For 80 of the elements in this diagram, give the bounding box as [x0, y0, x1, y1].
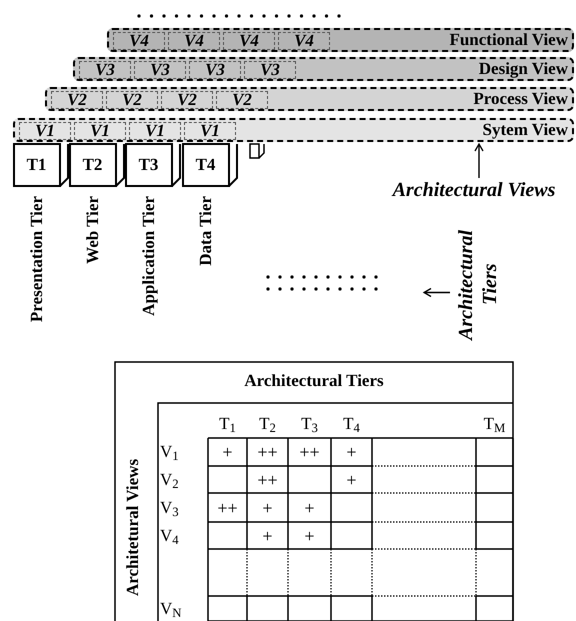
rating-mark: ++: [216, 496, 239, 518]
tier-block: [125, 143, 181, 187]
column-header: T$_{2}$: [258, 413, 277, 435]
arrow: [423, 288, 450, 298]
tier-block: [13, 143, 69, 187]
rating-mark: ++: [256, 441, 279, 463]
rating-mark: +: [261, 524, 274, 546]
view-number: V3: [205, 61, 225, 79]
tier-id: T1: [26, 154, 46, 176]
view-cell: [74, 122, 126, 140]
tier-block: [249, 143, 265, 159]
column-header: T$_{1}$: [218, 413, 237, 435]
rating-mark: ++: [256, 468, 279, 490]
tier-id: T3: [138, 154, 158, 176]
row-header: V$_{3}$: [160, 496, 180, 518]
view-cell: [168, 32, 220, 50]
view-title: Sytem View: [482, 120, 568, 140]
view-band: [73, 57, 574, 81]
tier-label: Web Tier: [82, 196, 102, 264]
view-number: V1: [35, 122, 55, 140]
row-header: V$_{1}$: [160, 441, 180, 463]
view-cell: [51, 91, 103, 109]
view-number: V2: [177, 91, 197, 109]
view-cell: [161, 91, 213, 109]
view-cell: [184, 122, 236, 140]
view-number: V3: [150, 61, 170, 79]
view-cell: [134, 61, 186, 79]
table-title: Architectural Tiers: [243, 370, 385, 392]
view-number: V3: [95, 61, 115, 79]
view-cell: [106, 91, 158, 109]
view-cell: [223, 32, 275, 50]
view-number: V4: [239, 32, 259, 50]
arrow: [474, 143, 484, 178]
view-title: Process View: [473, 89, 568, 109]
view-number: V2: [122, 91, 142, 109]
view-cell: [113, 32, 165, 50]
tier-label: Application Tier: [138, 196, 159, 316]
tier-block: [182, 143, 238, 187]
tier-label: Data Tier: [194, 196, 216, 266]
rating-mark: +: [221, 441, 234, 463]
view-band: [45, 87, 574, 111]
view-number: V4: [184, 32, 204, 50]
view-number: V3: [260, 61, 280, 79]
view-title: Functional View: [449, 30, 568, 50]
row-header: V$_{4}$: [160, 524, 180, 546]
view-band: [13, 118, 574, 142]
column-header: T$_{3}$: [300, 413, 319, 435]
tier-block: [69, 143, 125, 187]
view-number: V1: [145, 122, 165, 140]
view-cell: [79, 61, 131, 79]
view-cell: [278, 32, 330, 50]
column-header: T$_{M}$: [482, 413, 506, 435]
rating-mark: +: [303, 496, 316, 518]
row-header: V$_{N}$: [160, 598, 182, 620]
view-cell: [216, 91, 268, 109]
column-header: T$_{4}$: [342, 413, 361, 435]
view-cell: [19, 122, 71, 140]
view-number: V4: [129, 32, 149, 50]
tier-id: T2: [82, 154, 102, 176]
view-cell: [129, 122, 181, 140]
rating-mark: +: [345, 468, 358, 490]
view-number: V2: [232, 91, 252, 109]
rating-mark: +: [303, 524, 316, 546]
view-title: Design View: [478, 59, 568, 79]
row-header: V$_{2}$: [160, 468, 180, 490]
view-cell: [244, 61, 296, 79]
table-side-title: Architetural Views: [122, 458, 143, 598]
view-number: V4: [294, 32, 314, 50]
view-number: V1: [90, 122, 110, 140]
rating-mark: +: [345, 441, 358, 463]
view-cell: [189, 61, 241, 79]
view-number: V2: [67, 91, 87, 109]
axis-caption: Architectural Views: [376, 178, 572, 202]
rating-mark: ++: [298, 441, 321, 463]
view-number: V1: [200, 122, 220, 140]
view-band: [107, 28, 574, 52]
tier-label: Presentation Tier: [26, 196, 46, 322]
tier-id: T4: [196, 154, 216, 176]
axis-caption: Architectural Tiers: [454, 212, 508, 357]
rating-mark: +: [261, 496, 274, 518]
